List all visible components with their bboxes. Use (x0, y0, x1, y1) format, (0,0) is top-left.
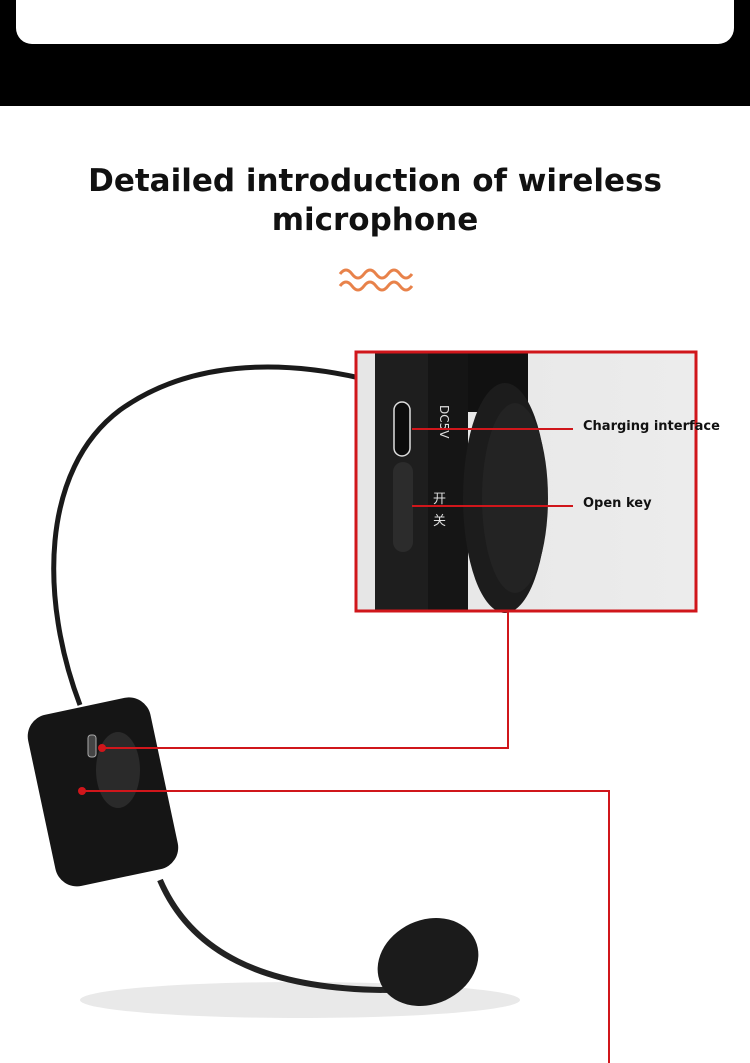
zoom-frame (354, 350, 698, 613)
usb-port (87, 734, 97, 758)
ear-pad (96, 732, 140, 808)
off-marking: 关 (433, 514, 446, 529)
ear-pad-foam (482, 403, 548, 593)
port-marking: DC5V (437, 405, 451, 439)
boom-arm (157, 878, 391, 993)
device-edge (428, 352, 468, 611)
connector-line (102, 611, 509, 749)
power-switch (393, 462, 413, 552)
wave-divider-icon (338, 268, 414, 292)
on-marking: 开 (433, 492, 446, 507)
charging-port (393, 401, 411, 457)
top-card (16, 0, 734, 44)
page-title: Detailed introduction of wireless microp… (88, 163, 662, 238)
callout-charging-interface: Charging interface (583, 419, 720, 434)
connector-line-2 (82, 790, 610, 1063)
connector-dot-2 (78, 787, 86, 795)
headband (51, 364, 361, 706)
callout-open-key: Open key (583, 496, 652, 511)
mic-foam (377, 918, 479, 1006)
connector-dot (98, 744, 106, 752)
